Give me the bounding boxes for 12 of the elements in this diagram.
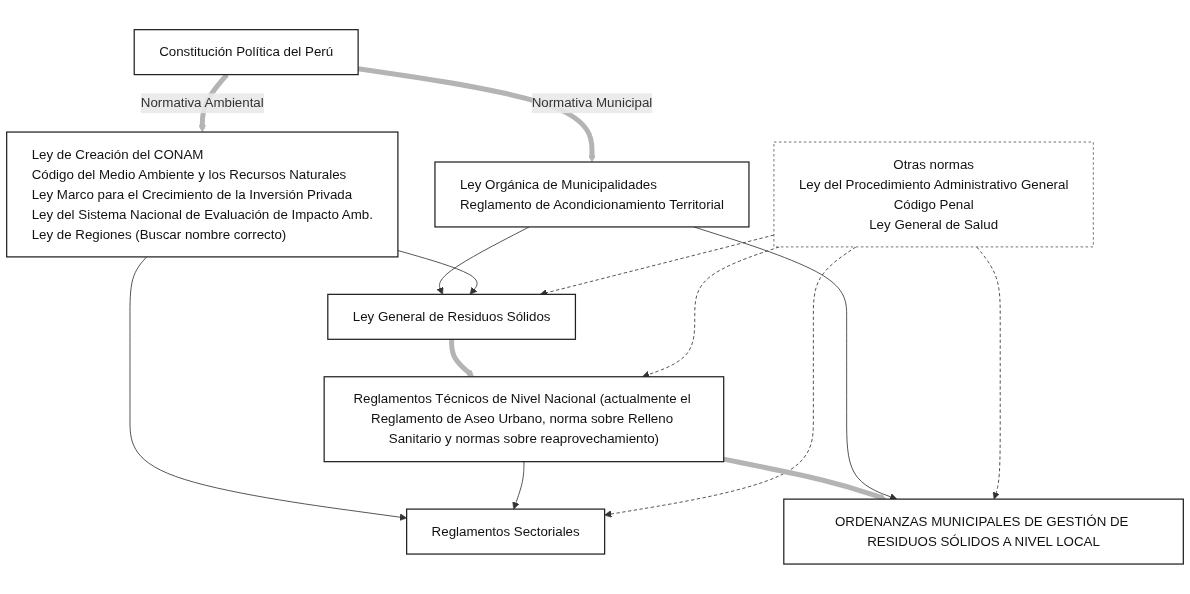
node-box: Ley Orgánica de Municipalidades Reglamento de Acondicionamiento Territorial — [434, 161, 750, 228]
node-box: Reglamentos Sectoriales — [406, 508, 606, 555]
node-box: ORDENANZAS MUNICIPALES DE GESTIÓN DE RESIDUOS SÓLIDOS A NIVEL LOCAL — [783, 498, 1184, 565]
arrow — [723, 456, 887, 501]
node-box: Reglamentos Técnicos de Nivel Nacional (actualmente el Reglamento de Aseo Urbano, norma sobre Relleno Sanitario y normas sobre reaprovechamiento) — [323, 376, 725, 463]
node-box: Ley General de Residuos Sólidos — [327, 293, 577, 341]
node-box: Constitución Política del Perú — [133, 29, 359, 76]
node-box: Ley de Creación del CONAM Código del Medio Ambiente y los Recursos Naturales Ley Marco para el Crecimiento de la Inversión Privada Ley del Sistema Nacional de Evaluación de Impacto Amb. Ley de Regiones (Buscar nombre correcto) — [6, 131, 399, 258]
node-box: Otras normas Ley del Procedimiento Administrativo General Código Penal Ley General de Salud — [773, 141, 1094, 248]
arrow — [449, 339, 475, 378]
edge-label: Normativa Municipal — [531, 95, 653, 111]
edge-label: Normativa Ambiental — [140, 95, 264, 111]
